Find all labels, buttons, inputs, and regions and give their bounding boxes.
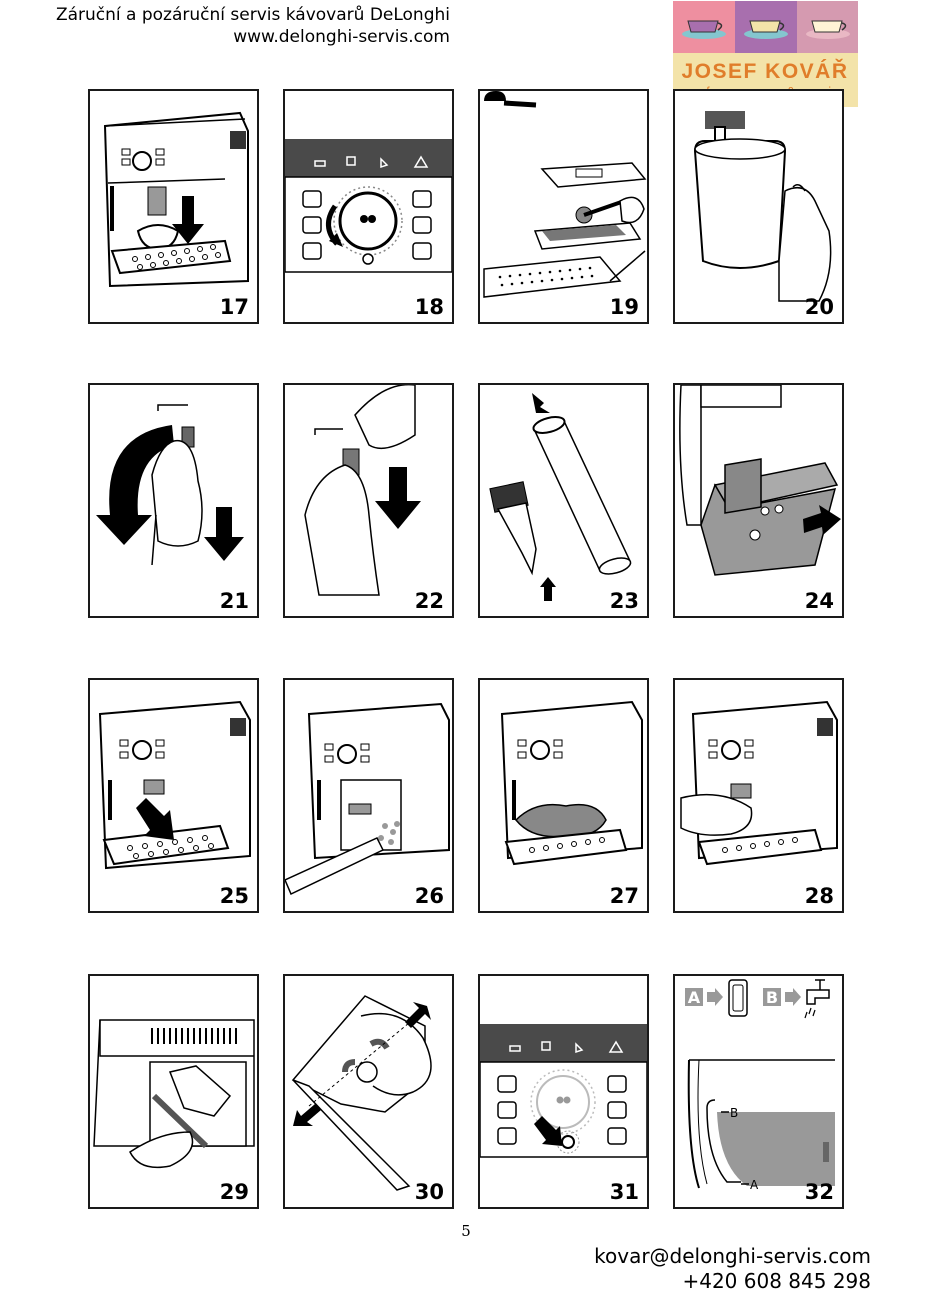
steam-nozzle-illustration — [693, 111, 832, 302]
figure-number: 24 — [804, 589, 834, 613]
figure-17: 17 — [88, 89, 259, 324]
figure-28: 28 — [673, 678, 844, 913]
arrow-down-icon — [204, 507, 244, 561]
figure-number: 18 — [414, 295, 444, 319]
cup-icon — [806, 20, 850, 39]
arrow-icon — [532, 393, 550, 413]
figure-number: 25 — [219, 884, 249, 908]
arrow-icon — [293, 1104, 321, 1126]
contact-email: kovar@delonghi-servis.com — [594, 1244, 871, 1268]
machine-cloth-illustration — [500, 700, 643, 866]
figure-27: 27 — [478, 678, 649, 913]
machine-hand-illustration — [680, 700, 838, 866]
figure-32: A B B A 32 — [673, 974, 844, 1209]
figure-number: 23 — [609, 589, 639, 613]
figure-number: 29 — [219, 1180, 249, 1204]
control-panel-illustration — [285, 139, 452, 273]
nozzle-pull-illustration — [304, 385, 421, 596]
drip-tray-illustration — [679, 385, 841, 576]
scoop-funnel-illustration — [483, 91, 647, 298]
figure-22: 22 — [283, 383, 454, 618]
figure-29: 29 — [88, 974, 259, 1209]
figure-number: 28 — [804, 884, 834, 908]
brew-unit-levers-illustration — [291, 995, 432, 1191]
figure-19: 19 — [478, 89, 649, 324]
figure-18: 18 — [283, 89, 454, 324]
figure-23: 23 — [478, 383, 649, 618]
coffee-machine-illustration — [103, 111, 249, 288]
figure-31: 31 — [478, 974, 649, 1209]
arrow-down-icon — [375, 467, 421, 529]
figure-number: 20 — [804, 295, 834, 319]
cup-icon — [682, 20, 726, 39]
header-website: www.delonghi-servis.com — [233, 27, 450, 47]
header-title: Záruční a pozáruční servis kávovarů DeLo… — [55, 5, 450, 25]
arrow-right-icon — [803, 505, 841, 535]
machine-brush-illustration — [285, 702, 450, 896]
figure-number: 27 — [609, 884, 639, 908]
nozzle-remove-illustration — [96, 404, 244, 566]
figure-number: 22 — [414, 589, 444, 613]
figure-25: 25 — [88, 678, 259, 913]
cup-icon — [744, 20, 788, 39]
arrow-icon — [329, 233, 343, 247]
figure-21: 21 — [88, 383, 259, 618]
curved-arrow-icon — [96, 425, 174, 545]
figure-number: 21 — [219, 589, 249, 613]
figure-number: 30 — [414, 1180, 444, 1204]
page-number: 5 — [461, 1222, 471, 1240]
figure-30: 30 — [283, 974, 454, 1209]
contact-phone: +420 608 845 298 — [682, 1269, 871, 1293]
nozzle-parts-illustration — [489, 393, 632, 601]
contact-block: kovar@delonghi-servis.com +420 608 845 2… — [594, 1244, 871, 1294]
scoop-icon — [484, 91, 506, 101]
figure-number: 19 — [609, 295, 639, 319]
arrow-icon — [405, 1002, 431, 1028]
arrow-up-icon — [540, 577, 556, 601]
page-header: Záruční a pozáruční servis kávovarů DeLo… — [40, 4, 450, 48]
machine-tray-illustration — [98, 700, 251, 870]
level-b-label: B — [730, 1106, 738, 1120]
tap-icon — [806, 989, 830, 1005]
svg-text:JOSEF KOVÁŘ: JOSEF KOVÁŘ — [681, 59, 848, 83]
figure-20: 20 — [673, 89, 844, 324]
figure-number: 26 — [414, 884, 444, 908]
figure-number: 32 — [804, 1180, 834, 1204]
arrow-right-icon — [707, 988, 723, 1006]
arrow-down-icon — [172, 196, 204, 244]
figure-24: 24 — [673, 383, 844, 618]
control-panel-button-illustration — [480, 1024, 647, 1158]
figure-number: 31 — [609, 1180, 639, 1204]
arrow-right-icon — [785, 988, 801, 1006]
figure-number: 17 — [219, 295, 249, 319]
brew-unit-clean-illustration — [93, 1019, 255, 1169]
arrow-icon — [534, 1116, 562, 1146]
tank-label-b-box: B — [766, 988, 778, 1007]
figure-26: 26 — [283, 678, 454, 913]
water-tank-illustration: A B B A — [685, 979, 835, 1192]
level-a-label: A — [750, 1178, 759, 1192]
arrow-icon — [136, 798, 174, 840]
tank-label-a-box: A — [688, 988, 701, 1007]
